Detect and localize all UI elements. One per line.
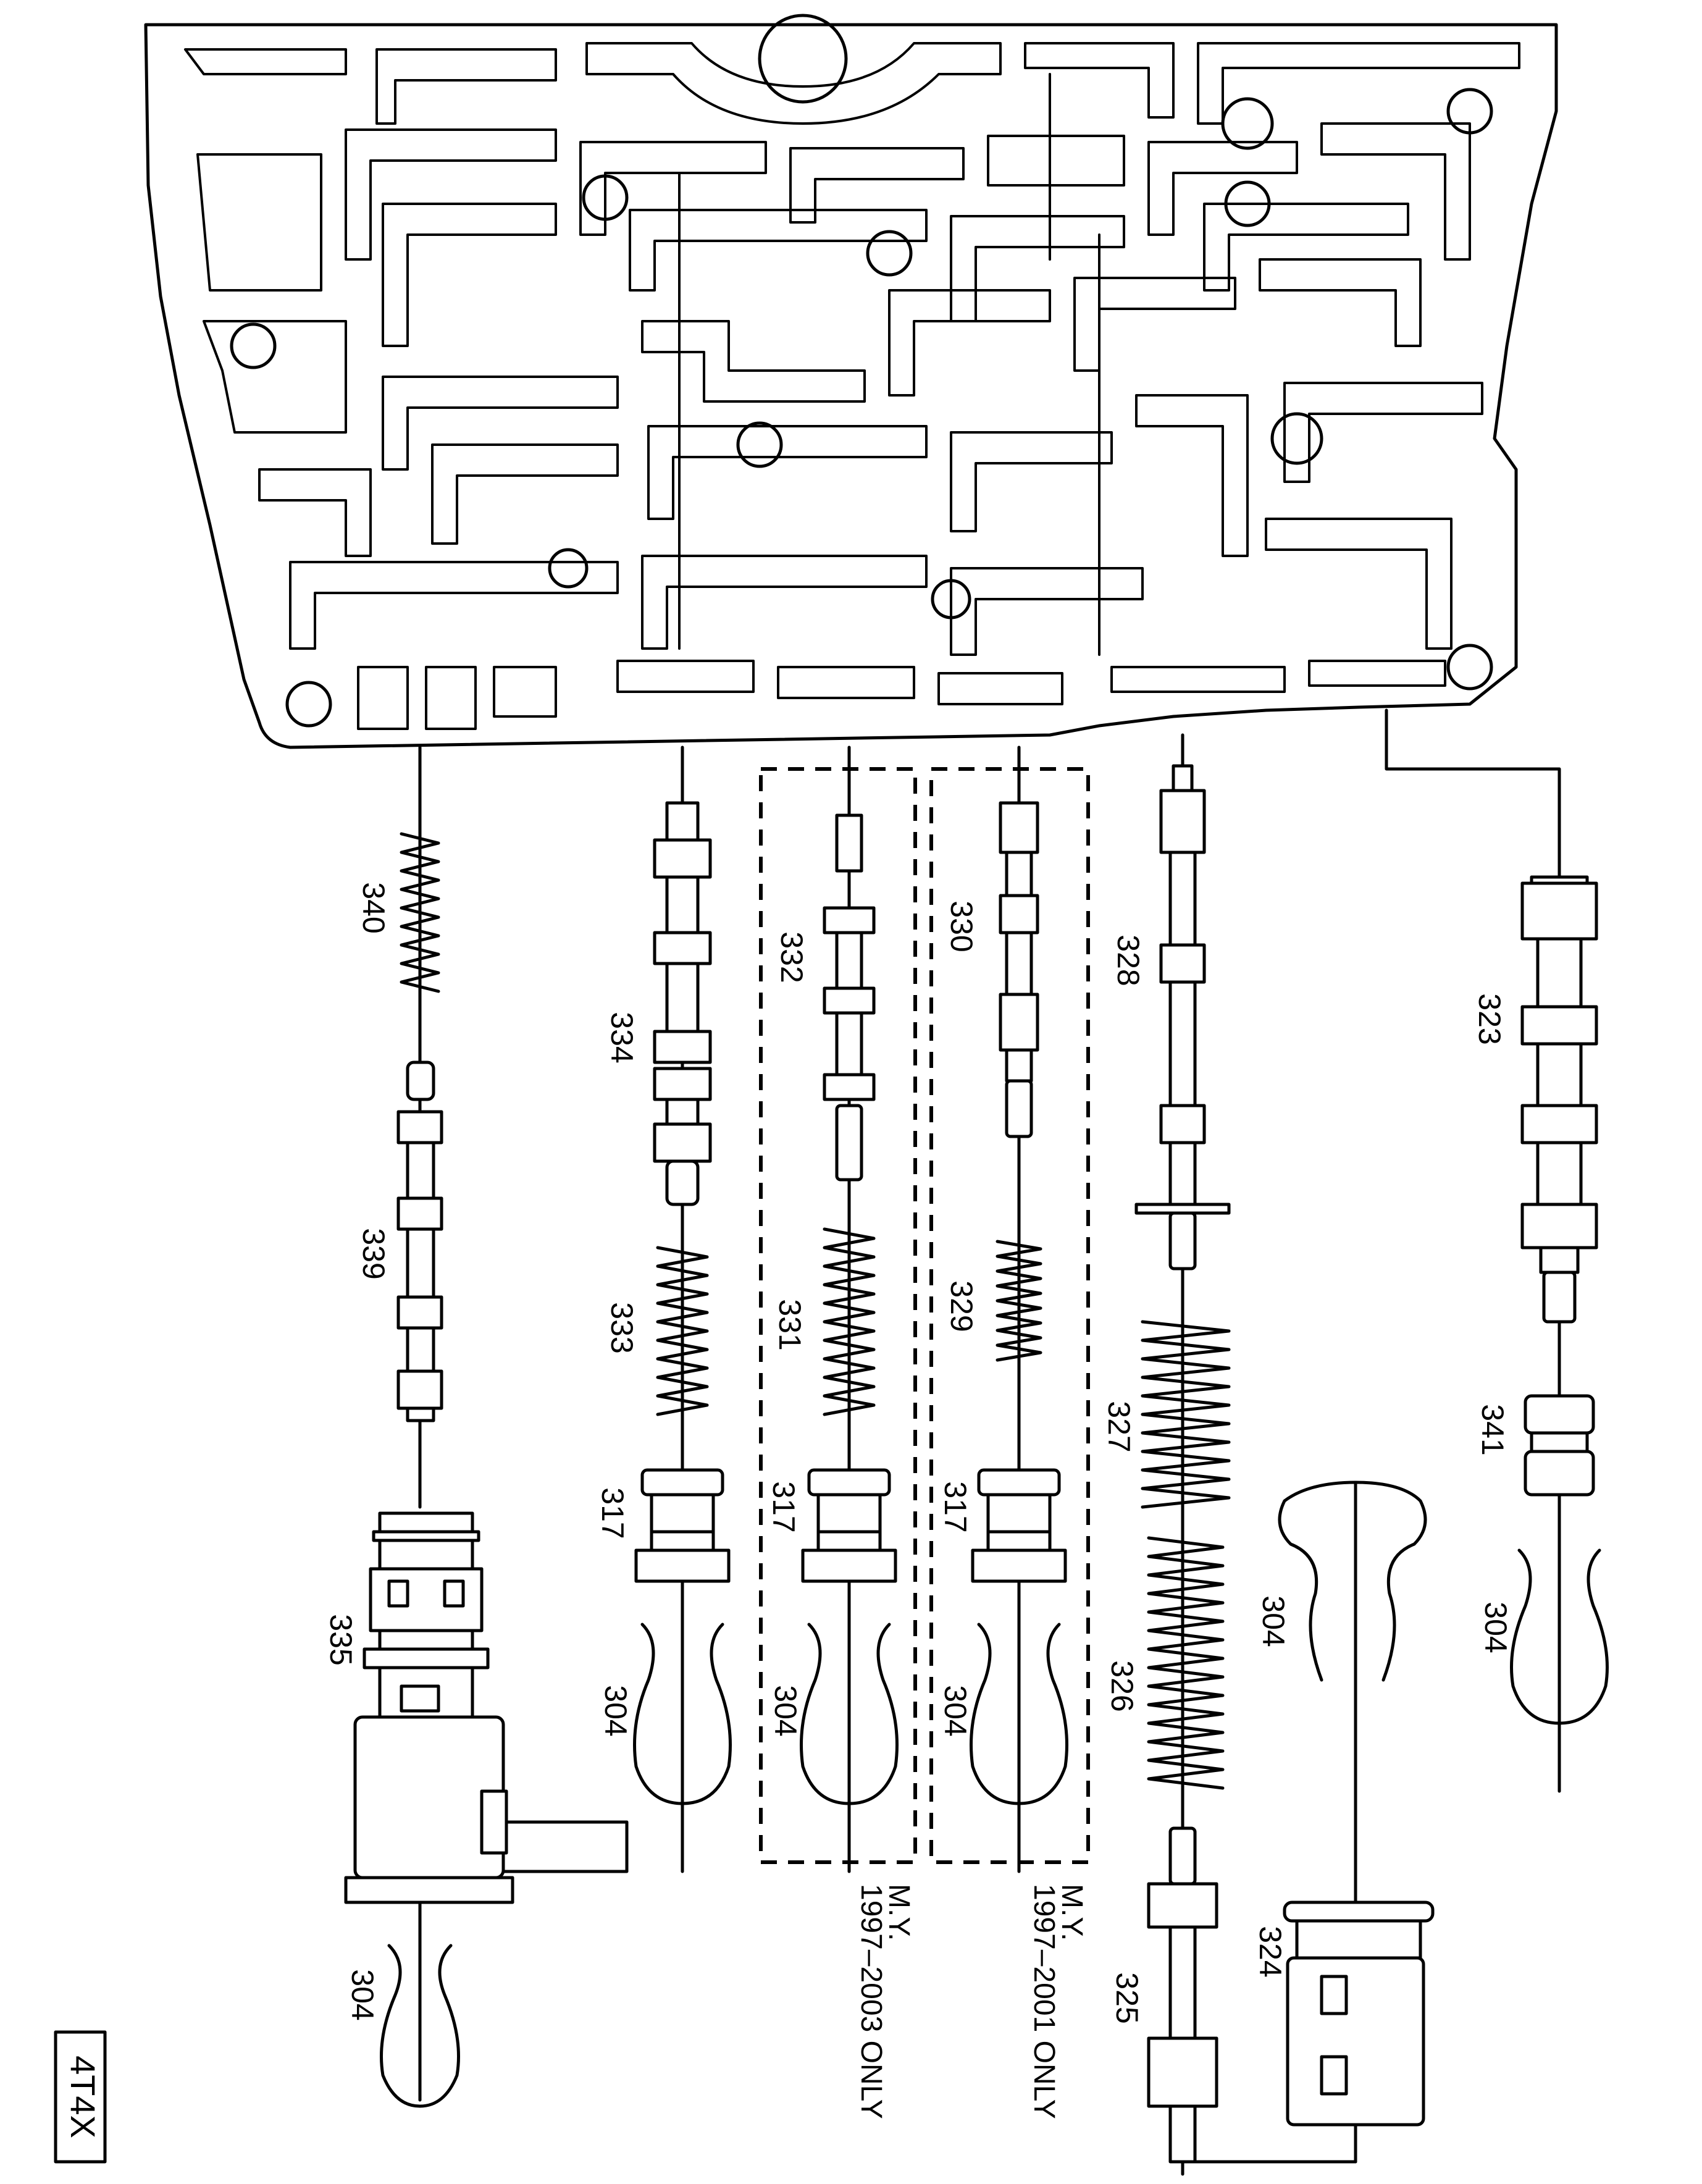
label-330: 330 xyxy=(944,901,979,952)
solenoid-335 xyxy=(344,1511,629,2102)
spring-326 xyxy=(1147,1536,1225,1790)
valve-339 xyxy=(396,1060,443,1422)
valve-325 xyxy=(1147,1826,1218,2164)
bolt-holes xyxy=(230,14,1493,728)
label-324: 324 xyxy=(1253,1926,1288,1977)
spring-327 xyxy=(1141,1320,1231,1509)
column-324-stack xyxy=(1278,1480,1435,2127)
label-335: 335 xyxy=(324,1614,358,1665)
valve-323 xyxy=(1520,875,1598,1324)
note-2003-line2: 1997–2003 ONLY xyxy=(855,1884,887,2119)
label-341: 341 xyxy=(1475,1404,1510,1455)
fluid-channels xyxy=(184,42,1520,730)
column-334-stack xyxy=(633,746,732,1873)
label-334: 334 xyxy=(605,1012,639,1063)
plug-317-a xyxy=(634,1468,731,1583)
note-2001-line2: 1997–2001 ONLY xyxy=(1028,1884,1060,2119)
retainer-clip-304-d xyxy=(970,1623,1068,1805)
model-tag: 4T4X xyxy=(54,2030,107,2164)
spring-333 xyxy=(656,1246,709,1416)
retainer-clip-304-e xyxy=(1278,1480,1427,1682)
sleeve-324 xyxy=(1283,1900,1435,2127)
note-2003-line1: M.Y. xyxy=(882,1884,915,1941)
valve-328 xyxy=(1134,764,1231,1270)
column-328-stack xyxy=(1134,733,1357,2176)
column-332-stack xyxy=(800,746,899,1873)
label-328: 328 xyxy=(1111,934,1146,986)
label-333: 333 xyxy=(605,1302,639,1353)
valve-body-plate xyxy=(144,14,1558,749)
retainer-clip-304-f xyxy=(1510,1548,1609,1725)
column-340-stack xyxy=(344,746,629,2108)
plug-341 xyxy=(1524,1394,1595,1497)
column-330-stack xyxy=(970,746,1068,1873)
note-2001-line1: M.Y. xyxy=(1055,1884,1088,1941)
spring-329 xyxy=(996,1240,1042,1362)
label-327: 327 xyxy=(1102,1401,1136,1452)
retainer-clip-304-c xyxy=(800,1623,899,1805)
retainer-clip-304-a xyxy=(380,1944,460,2108)
label-325: 325 xyxy=(1110,1972,1144,2023)
label-332: 332 xyxy=(774,931,809,983)
valve-332 xyxy=(823,813,876,1182)
part-labels: 340 339 335 304 334 333 317 304 332 331 … xyxy=(324,882,1513,2023)
label-340: 340 xyxy=(356,882,391,933)
plug-317-c xyxy=(971,1468,1067,1583)
column-323-stack xyxy=(1385,708,1609,1793)
label-304-f: 304 xyxy=(1478,1602,1513,1653)
label-339: 339 xyxy=(356,1228,391,1279)
label-317-b: 317 xyxy=(766,1481,801,1532)
label-317-c: 317 xyxy=(938,1481,973,1532)
plug-317-b xyxy=(801,1468,897,1583)
label-304-b: 304 xyxy=(598,1685,633,1736)
spring-331 xyxy=(823,1227,876,1416)
label-304-e: 304 xyxy=(1256,1595,1291,1647)
label-329: 329 xyxy=(944,1280,979,1332)
label-304-d: 304 xyxy=(938,1685,973,1736)
label-326: 326 xyxy=(1105,1660,1139,1712)
label-304-c: 304 xyxy=(768,1685,803,1736)
label-304-a: 304 xyxy=(345,1969,380,2020)
spring-340 xyxy=(400,832,440,993)
retainer-clip-304-b xyxy=(633,1623,732,1805)
model-year-notes: M.Y. 1997–2003 ONLY M.Y. 1997–2001 ONLY xyxy=(855,1884,1088,2119)
valve-330 xyxy=(999,801,1039,1138)
label-317-a: 317 xyxy=(595,1487,630,1539)
label-331: 331 xyxy=(773,1299,807,1350)
valve-334 xyxy=(653,801,712,1206)
model-tag-text: 4T4X xyxy=(64,2056,103,2138)
label-323: 323 xyxy=(1472,993,1507,1044)
